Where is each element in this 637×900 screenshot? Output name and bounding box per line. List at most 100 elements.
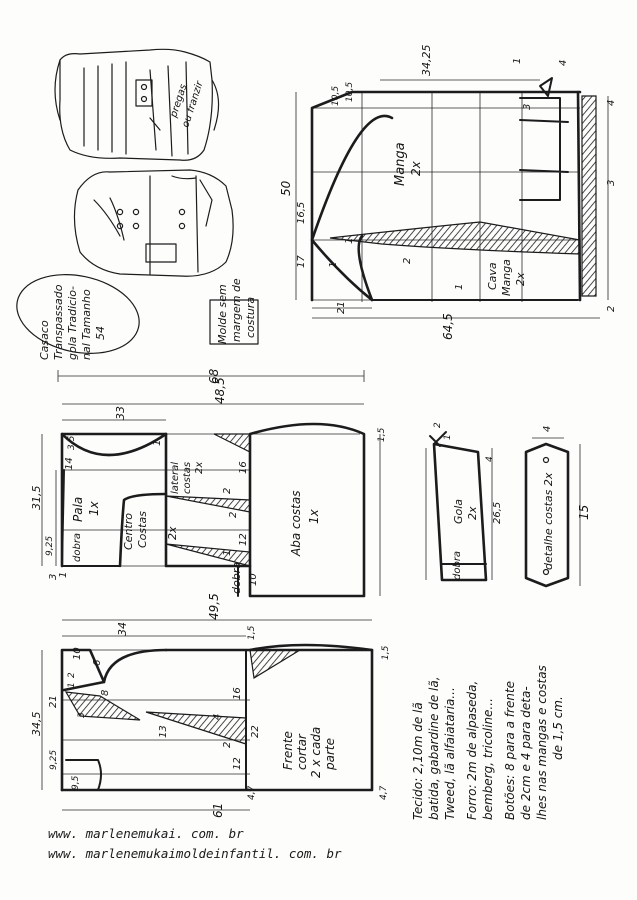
note-line-4: nal Tamanho [80,289,93,360]
sleeve-mark-2: 2 [402,258,413,264]
front-dim-side-15: 1,5 [247,625,257,640]
svg-text:costura: costura [244,297,257,338]
svg-text:10: 10 [72,647,83,660]
sleeve-dim-wrist: 21 [336,301,347,314]
back-dim-hem-1: 1 [222,550,233,556]
front-dim-16: 16 [232,687,243,700]
svg-text:4,7: 4,7 [247,785,257,800]
front-dim-neck-6: 6 [92,660,103,666]
svg-text:lhes nas mangas e costas: lhes nas mangas e costas [535,665,549,820]
svg-text:2x: 2x [194,462,205,474]
side-back-label-2: costas [182,462,193,494]
svg-text:1: 1 [67,682,77,688]
note-line-2: Transpassado [52,284,65,360]
front-dim-overall: 61 [211,803,225,818]
collar-label: Gola [452,499,465,524]
svg-text:21: 21 [48,695,59,708]
materials-line-4: Forro: 2m de alpaseda, [465,681,479,820]
strap-qty: 1x [87,500,101,516]
svg-text:9,5: 9,5 [71,775,81,790]
materials-line-6: Botões: 8 para a frente [503,681,517,820]
sleeve-dim-bottom-width: 64,5 [441,313,455,340]
svg-text:Molde sem: Molde sem [216,284,229,344]
svg-text:2x: 2x [166,526,179,540]
back-fold-top: dobra [72,533,83,562]
svg-text:50: 50 [279,180,293,196]
sleeve-dim-band-top: 4 [558,60,569,66]
svg-text:cortar: cortar [295,733,309,770]
svg-text:nal Tamanho: nal Tamanho [80,289,93,360]
front-dim-neck-w: 10 [72,647,83,660]
back-detail-label: detalhe costas 2x [542,472,555,570]
svg-text:64,5: 64,5 [441,313,455,340]
overall-width-dim: 68 [57,368,365,384]
center-back-label: Centro [122,513,135,550]
svg-text:13: 13 [158,725,169,738]
svg-text:8: 8 [100,690,111,696]
front-dim-4: 4 [212,714,223,720]
front-dim-height: 34,5 [30,712,43,737]
svg-text:Cava: Cava [486,262,499,290]
no-allowance-line-3: costura [244,297,257,338]
sleeve-dim-cap-b: 10,5 [345,82,355,102]
svg-text:6: 6 [92,660,103,666]
svg-text:2: 2 [67,672,77,678]
svg-text:1,5: 1,5 [247,625,257,640]
svg-text:2 x cada: 2 x cada [309,727,323,778]
svg-text:10: 10 [248,573,259,586]
svg-text:2: 2 [433,422,443,428]
sleeve-dim-height: 50 [279,180,293,196]
front-dim-total-width: 49,5 [207,593,221,620]
pleat-note: pregas ou franzir [149,79,206,131]
svg-text:lateral: lateral [170,462,181,494]
svg-text:34: 34 [116,622,129,636]
website-2: www. marlenemukaimoldeinfantil. com. br [48,846,342,861]
back-dim-skirt-10: 10 [248,573,259,586]
back-skirt-label: Aba costas [289,491,303,558]
svg-text:1x: 1x [87,500,101,516]
materials-notes: Tecido: 2,10m de lã batida, gabardine de… [411,665,565,820]
back-dim-side-1: 1 [152,440,163,446]
sleeve-lining-qty: 2x [514,272,527,286]
sleeve-dim-lower: 17 [296,255,307,268]
front-dim-13: 13 [158,725,169,738]
svg-text:1: 1 [222,550,233,556]
back-dim-total-width: 48,5 [213,377,227,404]
svg-text:22: 22 [250,725,261,738]
sleeve-dim-cap-a: 10,5 [331,86,341,106]
website-1: www. marlenemukai. com. br [48,826,244,841]
svg-text:1: 1 [152,440,163,446]
svg-text:Forro: 2m de alpaseda,: Forro: 2m de alpaseda, [465,681,479,820]
center-back-qty: 2x [166,526,179,540]
coat-illustration-front [73,169,234,277]
front-label-cut: cortar [295,733,309,770]
sleeve-dim-band-mid: 3 [606,180,617,186]
svg-text:2: 2 [606,306,617,312]
svg-text:1: 1 [512,58,523,64]
sleeve-lining-label-2: Manga [500,259,513,296]
svg-text:1: 1 [58,572,69,578]
svg-text:12: 12 [232,757,243,770]
collar-qty: 2x [466,506,479,520]
materials-line-8: lhes nas mangas e costas [535,665,549,820]
svg-text:3,5: 3,5 [67,435,77,450]
materials-line-1: Tecido: 2,10m de lã [411,702,425,820]
svg-text:1x: 1x [307,508,321,524]
svg-text:Tecido: 2,10m de lã: Tecido: 2,10m de lã [411,702,425,820]
svg-text:3: 3 [606,180,617,186]
sleeve-pattern: Manga 2x Cava Manga 2x 34,25 10,5 10,5 5… [279,45,617,341]
svg-text:2: 2 [228,512,239,518]
front-mark-2: 2 [67,672,77,678]
front-dim-12: 12 [232,757,243,770]
back-dim-waist-2: 2 [222,488,233,494]
svg-text:Gola: Gola [452,499,465,524]
strap-label: Pala [71,497,85,522]
sleeve-qty: 2x [409,160,423,176]
svg-text:2: 2 [402,258,413,264]
front-pattern: Frente cortar 2 x cada parte 49,5 34 10 … [30,593,391,818]
svg-text:4: 4 [558,60,569,66]
front-mark-1: 1 [67,682,77,688]
collar-fold: dobra [452,551,463,580]
side-back-qty: 2x [194,462,205,474]
